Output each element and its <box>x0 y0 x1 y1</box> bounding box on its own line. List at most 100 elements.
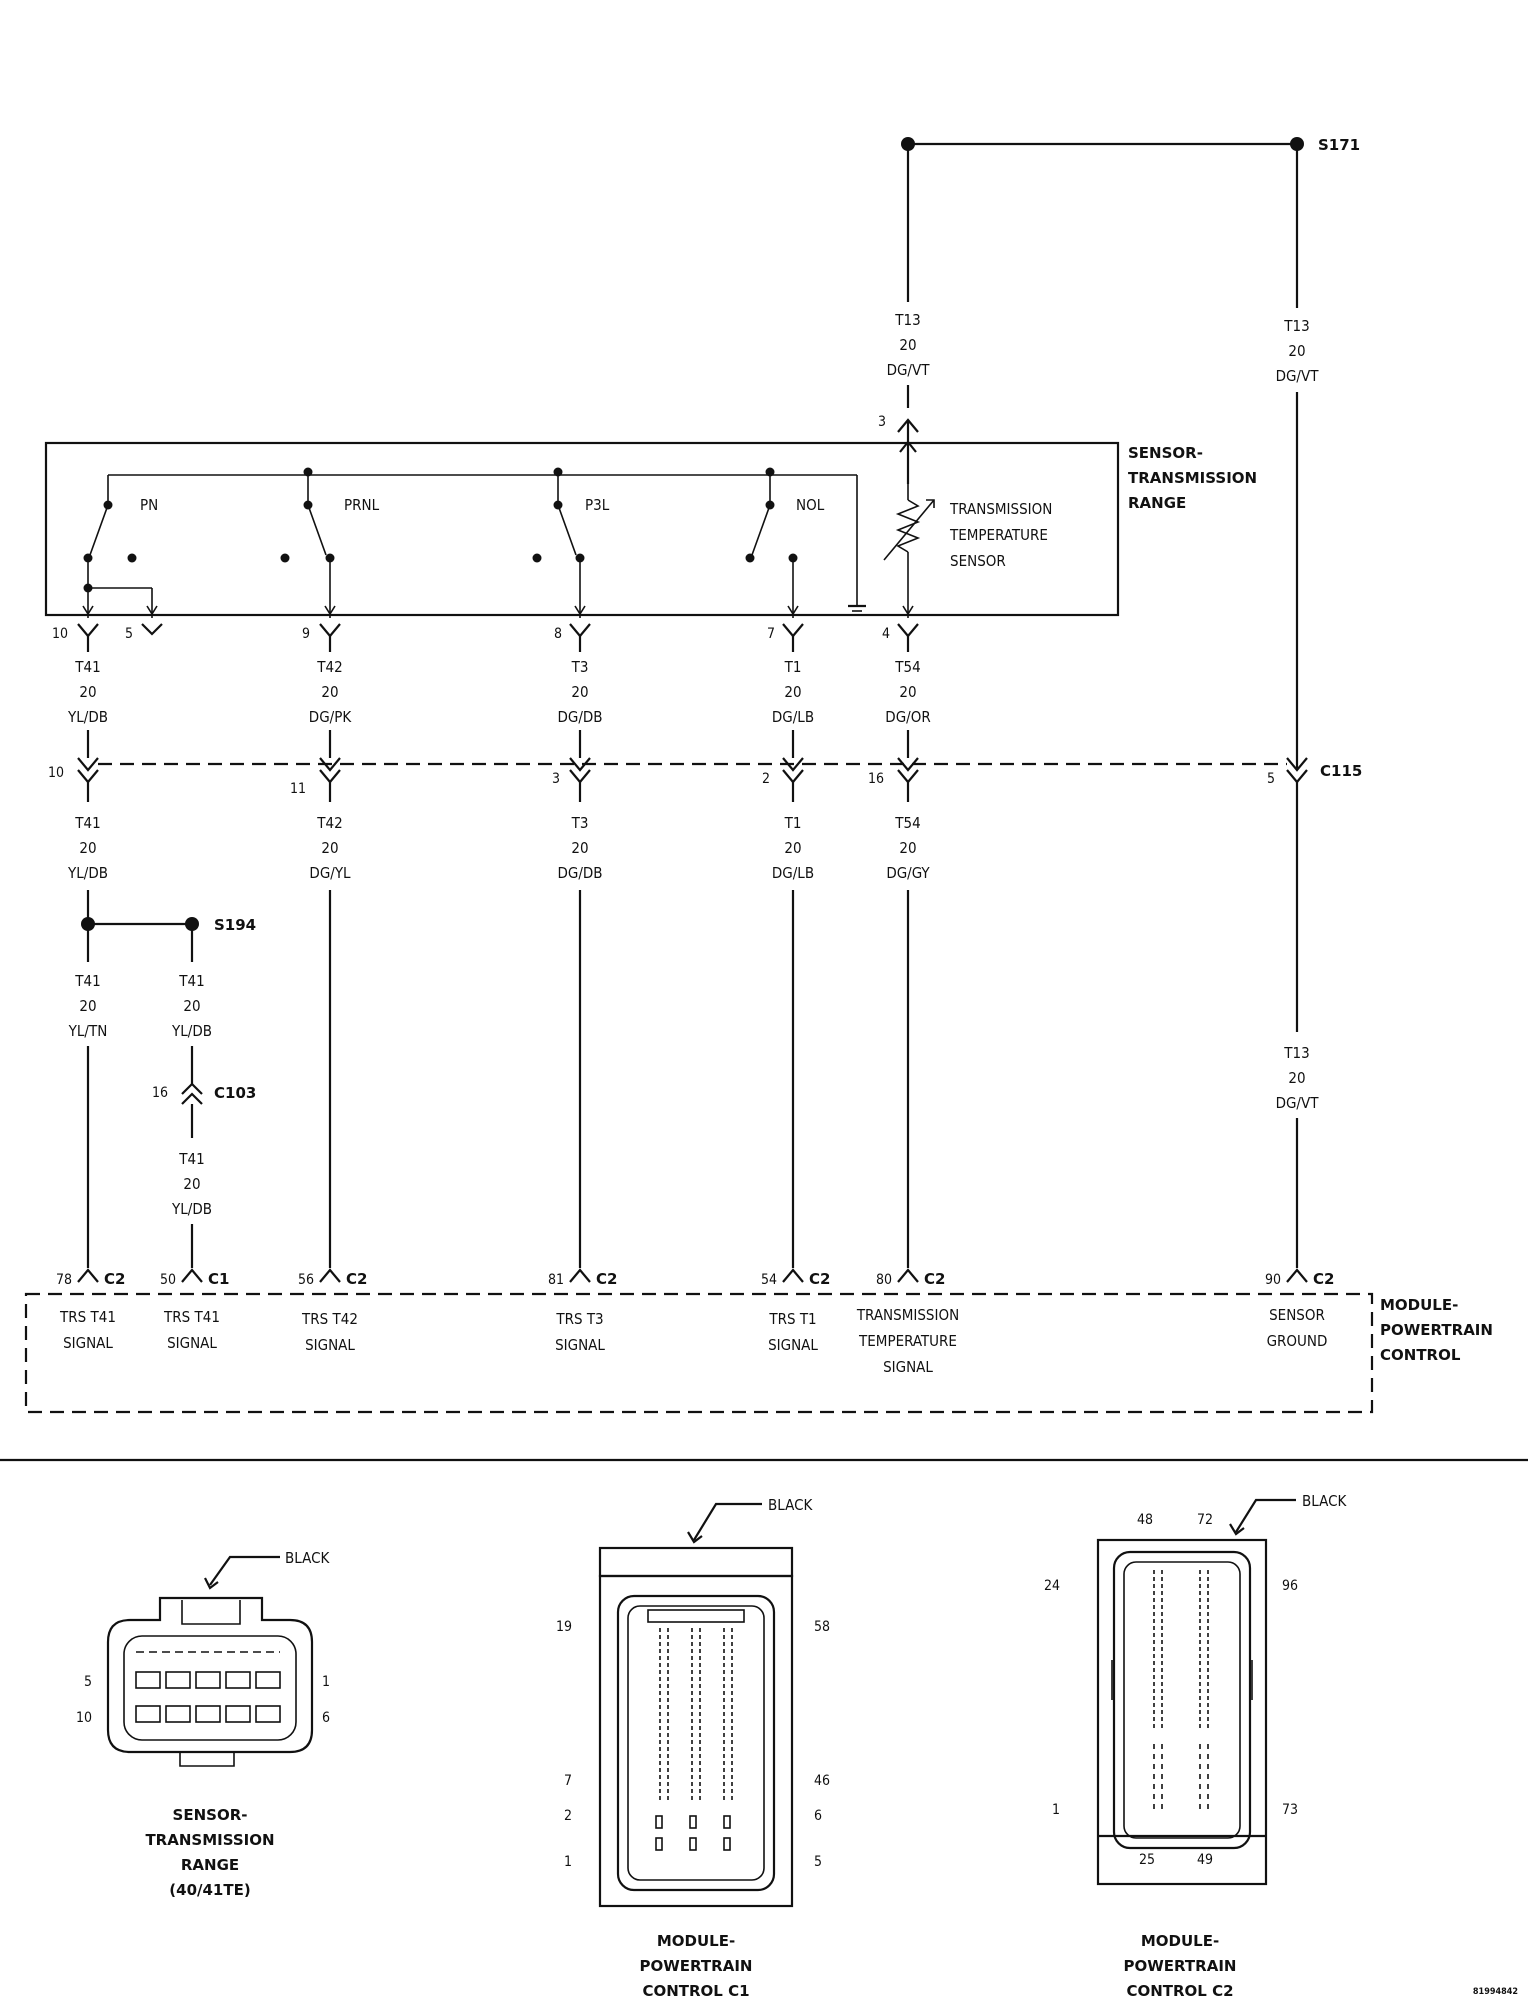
connector-label: C1 <box>208 1270 229 1288</box>
pin-number: 80 <box>876 1272 892 1288</box>
splice-s171: S171 <box>901 136 1360 154</box>
connector-c115: C115 10 11 3 2 16 5 <box>48 757 1362 797</box>
splice-label-s171: S171 <box>1318 136 1360 154</box>
connector-view-pcm-c1: BLACK 19 58 7 46 2 6 1 5 MODULE- POWERTR… <box>556 1496 830 2000</box>
connector-color-label: BLACK <box>285 1549 331 1567</box>
wire-labels-upper: T41 20 YL/DB T42 20 DG/PK T3 20 DG/DB T1… <box>67 658 931 726</box>
pin-number: 10 <box>52 626 68 642</box>
wire-t13-to-trs: T13 20 DG/VT 3 <box>878 150 930 484</box>
wire-gauge: 20 <box>899 683 916 701</box>
signal-label: TRS T3 <box>555 1310 603 1328</box>
sensor-label: SENSOR <box>950 552 1006 570</box>
wire-color: YL/DB <box>171 1200 212 1218</box>
connector-label: C103 <box>214 1084 256 1102</box>
wire-color: DG/PK <box>309 708 353 726</box>
connector-title: CONTROL C2 <box>1126 1982 1233 2000</box>
connector-label: C2 <box>104 1270 125 1288</box>
signal-label: TRS T41 <box>59 1308 116 1326</box>
wire-gauge: 20 <box>784 839 801 857</box>
wire-t41-yl-db-c103: T41 20 YL/DB 16 C103 T41 20 YL/DB <box>152 972 256 1268</box>
wire-code: T41 <box>74 972 100 990</box>
wire-gauge: 20 <box>899 336 916 354</box>
connector-view-pcm-c2: BLACK 48 72 24 96 1 73 25 49 MODULE- POW… <box>1044 1492 1348 2000</box>
wire-gauge: 20 <box>183 997 200 1015</box>
connector-title: (40/41TE) <box>169 1881 250 1899</box>
pin-number: 6 <box>814 1808 822 1824</box>
pin-number: 90 <box>1265 1272 1281 1288</box>
wire-color: YL/TN <box>68 1022 108 1040</box>
pin-number: 46 <box>814 1773 830 1789</box>
pcm-connector-pins: 78 C2 50 C1 56 C2 81 C2 54 C2 80 C2 90 C… <box>56 1268 1334 1288</box>
trs-pin-cavities <box>135 1651 281 1723</box>
splice-label-s194: S194 <box>214 916 256 934</box>
sensor-label: TEMPERATURE <box>949 526 1048 544</box>
pin-number: 25 <box>1139 1852 1155 1868</box>
signal-label: SIGNAL <box>768 1336 818 1354</box>
wire-color: DG/LB <box>772 864 814 882</box>
sensor-label: TRANSMISSION <box>949 500 1052 518</box>
connector-title: MODULE- <box>1141 1932 1219 1950</box>
wire-color: DG/VT <box>1276 367 1320 385</box>
switch-prnl: PRNL <box>280 467 380 563</box>
connector-title: POWERTRAIN <box>1124 1957 1237 1975</box>
signal-label: TRS T1 <box>768 1310 816 1328</box>
pin-number: 1 <box>322 1674 330 1690</box>
pin-number: 10 <box>76 1710 92 1726</box>
wire-gauge: 20 <box>321 839 338 857</box>
wire-code: T41 <box>74 658 100 676</box>
pin-number: 7 <box>564 1773 572 1789</box>
component-label: TRANSMISSION <box>1128 469 1257 487</box>
connector-label: C2 <box>809 1270 830 1288</box>
pin-number: 3 <box>552 771 560 787</box>
signal-label: TRS T41 <box>163 1308 220 1326</box>
figure-id: 81994842 <box>1473 1987 1518 1997</box>
pin-number: 19 <box>556 1619 572 1635</box>
wire-code: T54 <box>894 658 920 676</box>
pin-number: 96 <box>1282 1578 1298 1594</box>
connector-title: POWERTRAIN <box>640 1957 753 1975</box>
sensor-transmission-range-box: SENSOR- TRANSMISSION RANGE PN <box>44 441 1257 618</box>
wire-color: DG/DB <box>557 708 602 726</box>
switch-p3l: P3L <box>532 467 610 563</box>
pin-number: 9 <box>302 626 310 642</box>
wire-color: YL/DB <box>67 864 108 882</box>
wire-gauge: 20 <box>183 1175 200 1193</box>
wire-code: T3 <box>571 658 589 676</box>
wire-color: DG/VT <box>887 361 931 379</box>
switch-nol: NOL <box>745 467 825 563</box>
wire-gauge: 20 <box>1288 1069 1305 1087</box>
signal-label: SIGNAL <box>63 1334 113 1352</box>
wire-gauge: 20 <box>321 683 338 701</box>
wire-code: T13 <box>1283 317 1309 335</box>
wire-gauge: 20 <box>571 683 588 701</box>
pin-number: 6 <box>322 1710 330 1726</box>
switch-label: NOL <box>796 496 825 514</box>
wire-code: T41 <box>178 972 204 990</box>
pin-number: 54 <box>761 1272 777 1288</box>
connector-label: C2 <box>924 1270 945 1288</box>
switch-label: PN <box>140 496 158 514</box>
wire-t13-ground: T13 20 DG/VT <box>1276 1044 1319 1268</box>
wire-gauge: 20 <box>79 997 96 1015</box>
connector-title: SENSOR- <box>173 1806 248 1824</box>
module-powertrain-control-box: MODULE- POWERTRAIN CONTROL TRS T41 SIGNA… <box>24 1292 1493 1414</box>
wire-code: T42 <box>316 658 342 676</box>
wire-color: DG/LB <box>772 708 814 726</box>
wire-code: T13 <box>1283 1044 1309 1062</box>
wire-color: DG/GY <box>886 864 930 882</box>
wire-gauge: 20 <box>1288 342 1305 360</box>
pin-number: 73 <box>1282 1802 1298 1818</box>
wire-t41-yl-tn: T41 20 YL/TN <box>68 972 108 1268</box>
pin-number: 16 <box>152 1085 168 1101</box>
pin-number: 56 <box>298 1272 314 1288</box>
signal-label: SIGNAL <box>555 1336 605 1354</box>
wire-t13-to-c115: T13 20 DG/VT <box>1276 150 1320 768</box>
wire-code: T41 <box>178 1150 204 1168</box>
wire-color: DG/YL <box>309 864 351 882</box>
connector-label: C2 <box>346 1270 367 1288</box>
signal-label: TRANSMISSION <box>856 1306 959 1324</box>
pin-number: 5 <box>125 626 133 642</box>
transmission-temperature-sensor: TRANSMISSION TEMPERATURE SENSOR <box>883 484 1052 618</box>
